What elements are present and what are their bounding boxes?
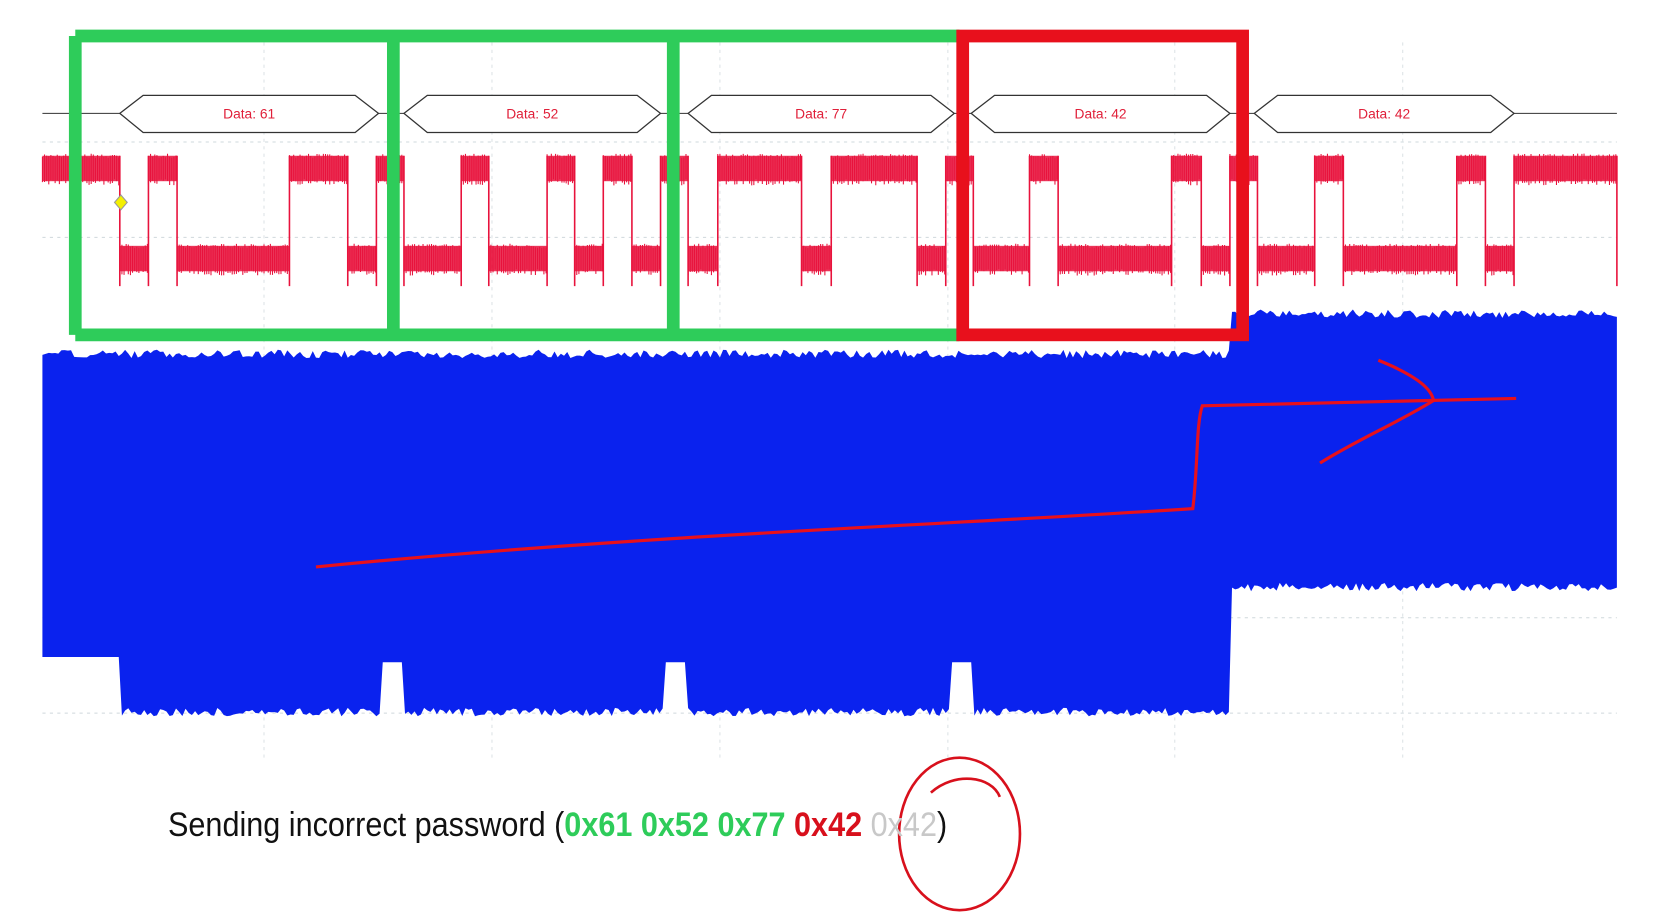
decoded-byte-label: Data: 42 bbox=[1075, 107, 1127, 122]
protocol-decoder-bus: Data: 61 Data: 52 Data: 77 Data: 42 Data: 42 bbox=[42, 95, 1616, 132]
decoded-byte-label: Data: 42 bbox=[1358, 107, 1410, 122]
power-trace bbox=[42, 309, 1616, 716]
decoded-byte-label: Data: 52 bbox=[506, 107, 558, 122]
bit-noise bbox=[177, 244, 287, 275]
caption-suffix: ) bbox=[937, 806, 947, 844]
annotation-circle-stroke bbox=[931, 779, 1000, 797]
bit-noise bbox=[461, 154, 486, 185]
unchecked-byte: 0x42 bbox=[871, 806, 937, 844]
bit-noise bbox=[973, 244, 1028, 275]
caption: Sending incorrect password (0x61 0x52 0x… bbox=[168, 806, 947, 845]
trigger-marker-icon bbox=[115, 195, 128, 210]
serial-data-trace bbox=[42, 154, 1616, 286]
byte-highlight-boxes bbox=[75, 36, 1242, 335]
correct-bytes: 0x61 0x52 0x77 bbox=[564, 806, 785, 844]
power-envelope bbox=[42, 309, 1616, 716]
bit-noise bbox=[1514, 154, 1616, 186]
incorrect-byte: 0x42 bbox=[794, 806, 862, 844]
correct-bytes-box bbox=[75, 36, 959, 335]
bit-noise bbox=[1257, 244, 1312, 276]
caption-prefix: Sending incorrect password ( bbox=[168, 806, 564, 844]
decoded-byte-label: Data: 77 bbox=[795, 107, 847, 122]
decoded-byte-label: Data: 61 bbox=[223, 107, 275, 122]
